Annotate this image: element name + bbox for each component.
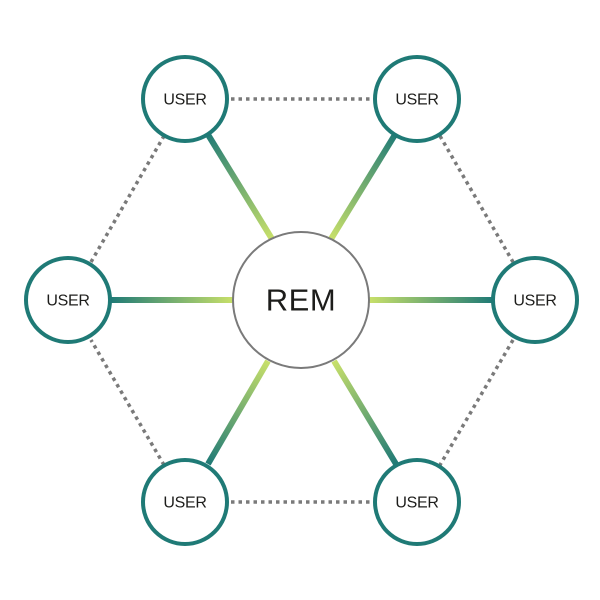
user-node-circle (373, 55, 461, 143)
spokes (110, 131, 493, 466)
user-node-top-left: USER (141, 55, 229, 143)
dotted-connector (438, 339, 515, 466)
user-node-right: USER (491, 256, 579, 344)
user-node-label: USER (513, 293, 556, 310)
user-node-circle (491, 256, 579, 344)
spoke-top-right (328, 131, 399, 241)
dotted-connector (89, 339, 166, 466)
user-node-bottom-left: USER (141, 458, 229, 546)
user-node-label: USER (163, 495, 206, 512)
user-node-label: USER (395, 495, 438, 512)
spoke-bottom-left (205, 359, 271, 466)
user-node-bottom-right: USER (373, 458, 461, 546)
user-node-label: USER (395, 92, 438, 109)
spoke-top-left (204, 131, 275, 241)
spoke-bottom-right (331, 359, 399, 466)
center-node: REM (232, 231, 370, 369)
user-node-label: USER (163, 92, 206, 109)
dotted-connector (89, 135, 166, 263)
user-node-label: USER (46, 293, 89, 310)
center-node-label: REM (266, 283, 336, 318)
user-node-circle (24, 256, 112, 344)
user-node-top-right: USER (373, 55, 461, 143)
center-node-circle (232, 231, 370, 369)
dotted-ring (89, 97, 515, 504)
user-node-left: USER (24, 256, 112, 344)
user-node-circle (373, 458, 461, 546)
user-node-circle (141, 458, 229, 546)
user-node-circle (141, 55, 229, 143)
dotted-connector (438, 135, 515, 263)
